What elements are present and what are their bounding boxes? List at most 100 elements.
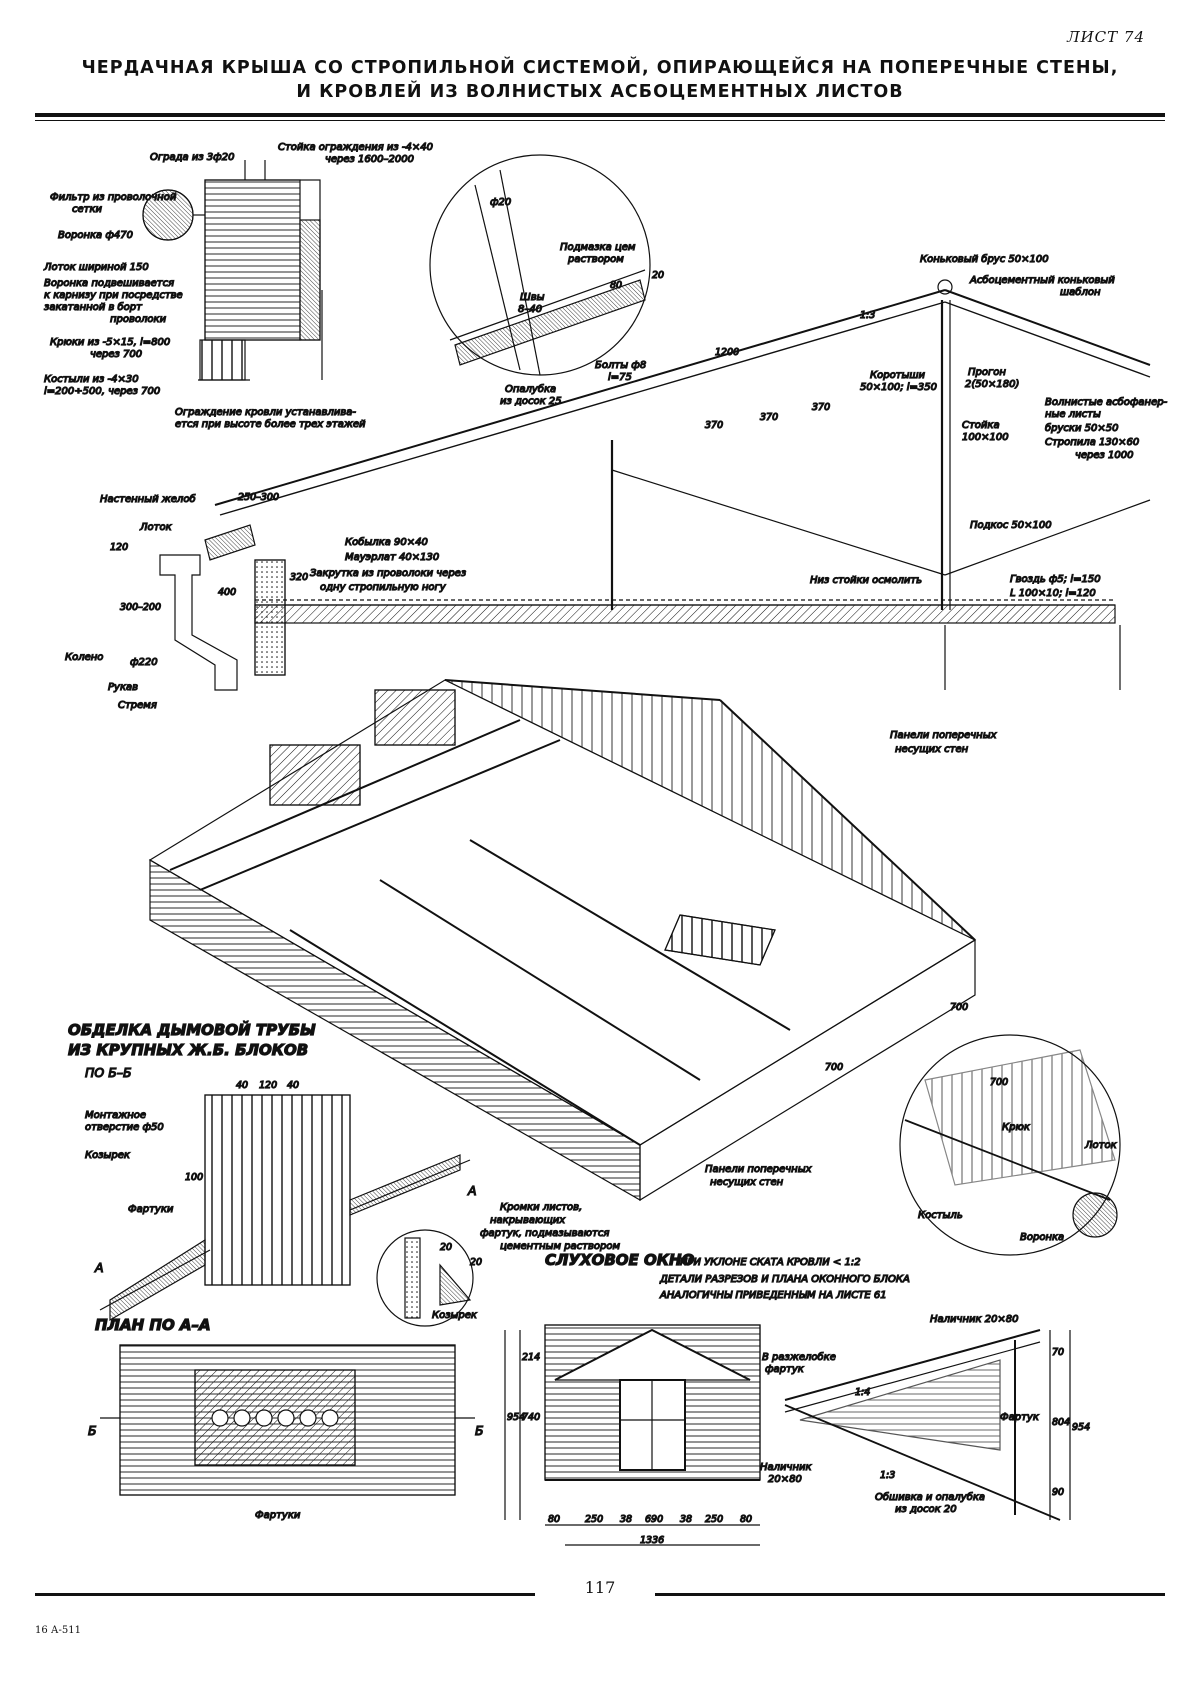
label-seams-2: 8–40 bbox=[518, 304, 542, 315]
label-gutter-width: Лоток шириной 150 bbox=[43, 262, 149, 273]
dim-1200: 1200 bbox=[715, 347, 739, 358]
dim-38b: 38 bbox=[680, 1514, 692, 1525]
label-sheathing-1: Опалубка bbox=[505, 383, 556, 395]
dim-250b: 250 bbox=[705, 1514, 723, 1525]
label-edges-3: фартук, подмазываются bbox=[480, 1228, 609, 1239]
isometric-roof bbox=[148, 679, 977, 1202]
label-cladding-1: Обшивка и опалубка bbox=[875, 1491, 985, 1503]
label-edges-2: накрывающих bbox=[490, 1215, 565, 1226]
title-line-1: ЧЕРДАЧНАЯ КРЫША СО СТРОПИЛЬНОЙ СИСТЕМОЙ,… bbox=[81, 58, 1119, 78]
label-purlin-2: 2(50×180) bbox=[965, 379, 1019, 390]
dim-954a: 954 bbox=[1072, 1422, 1090, 1433]
label-casing-top: Наличник 20×80 bbox=[930, 1314, 1019, 1325]
page-number: 117 bbox=[584, 1578, 616, 1597]
label-funnel-hang-2: к карнизу при посредстве bbox=[44, 290, 183, 301]
dim-250a: 250 bbox=[585, 1514, 603, 1525]
label-corrugated-5: через 1000 bbox=[1075, 450, 1134, 461]
dim-80b: 80 bbox=[740, 1514, 752, 1525]
dim-214: 214 bbox=[522, 1352, 540, 1363]
label-visor-b: Козырек bbox=[432, 1310, 477, 1321]
sheet-number: ЛИСТ 74 bbox=[1067, 28, 1145, 46]
label-visor: Козырек bbox=[85, 1150, 130, 1161]
label-tray-c: Лоток bbox=[1084, 1140, 1117, 1151]
label-valley-1: В разжелобке bbox=[762, 1351, 836, 1363]
label-mount-hole-2: отверстие ф50 bbox=[85, 1122, 164, 1133]
dim-70: 70 bbox=[1052, 1347, 1064, 1358]
chimney-small-circle: 20 20 Козырек Кромки листов, накрывающих… bbox=[376, 1201, 621, 1327]
dormer-note-1: ПРИ УКЛОНЕ СКАТА КРОВЛИ < 1:2 bbox=[680, 1257, 861, 1268]
label-post-2: 100×100 bbox=[962, 432, 1009, 443]
dim-120: 120 bbox=[110, 542, 128, 553]
dim-250-300: 250–300 bbox=[238, 492, 279, 503]
chimney-openings bbox=[211, 1409, 339, 1427]
mark-a2: А bbox=[467, 1183, 477, 1198]
header-rule-thin bbox=[35, 120, 1165, 121]
dim-80: 80 bbox=[610, 280, 622, 291]
mark-b2: Б bbox=[475, 1423, 484, 1438]
label-crutch: Костыль bbox=[918, 1210, 963, 1221]
label-post-1: Стойка bbox=[962, 420, 1000, 431]
label-corrugated-4: Стропила 130×60 bbox=[1045, 437, 1139, 448]
label-crutches-2: l=200÷500, через 700 bbox=[44, 386, 160, 397]
label-cantilever: Кобылка 90×40 bbox=[345, 536, 428, 548]
label-strut: Подкос 50×100 bbox=[970, 520, 1052, 531]
label-guard-2: ется при высоте более трех этажей bbox=[175, 418, 366, 430]
label-edges-4: цементным раствором bbox=[500, 1241, 620, 1252]
dim-954b: 954 bbox=[507, 1412, 525, 1423]
dormer-note-2: ДЕТАЛИ РАЗРЕЗОВ И ПЛАНА ОКОННОГО БЛОКА bbox=[659, 1274, 910, 1285]
label-guard-1: Ограждение кровли устанавлива- bbox=[175, 407, 356, 418]
dim-20a: 20 bbox=[440, 1242, 452, 1253]
dim-100: 100 bbox=[185, 1172, 203, 1183]
dim-slope-13b: 1:3 bbox=[880, 1470, 895, 1481]
dim-1336: 1336 bbox=[640, 1535, 664, 1546]
plan-aa-title: ПЛАН ПО А–А bbox=[95, 1316, 211, 1334]
funnel-mesh-icon bbox=[1072, 1192, 1118, 1238]
dormer-note-3: АНАЛОГИЧНЫ ПРИВЕДЕННЫМ НА ЛИСТЕ 61 bbox=[659, 1290, 887, 1301]
roof-section-labels: Коньковый брус 50×100 Асбоцементный конь… bbox=[64, 252, 1168, 755]
label-casing-1: Наличник bbox=[760, 1462, 812, 1473]
mark-a1: А bbox=[94, 1260, 104, 1275]
chimney-title-1: ОБДЕЛКА ДЫМОВОЙ ТРУБЫ bbox=[68, 1020, 316, 1039]
label-aprons: Фартуки bbox=[128, 1204, 174, 1215]
dim-40b: 40 bbox=[287, 1080, 299, 1091]
label-edges-1: Кромки листов, bbox=[500, 1202, 582, 1213]
imprint-code: 16 А-511 bbox=[35, 1625, 81, 1636]
label-panels-2: несущих стен bbox=[895, 744, 969, 755]
label-funnel-hang-4: проволоки bbox=[110, 314, 167, 325]
label-mount-hole-1: Монтажное bbox=[85, 1110, 146, 1121]
label-shorts-2: 50×100; l=350 bbox=[860, 382, 937, 393]
label-casing-2: 20×80 bbox=[768, 1474, 802, 1485]
label-sheathing-2: из досок 25 bbox=[500, 396, 562, 407]
chimney-title-2: ИЗ КРУПНЫХ Ж.Б. БЛОКОВ bbox=[68, 1041, 308, 1059]
dim-370a: 370 bbox=[705, 420, 723, 431]
dim-80a: 80 bbox=[548, 1514, 560, 1525]
label-panels-b1: Панели поперечных bbox=[705, 1164, 812, 1175]
label-ridge-beam: Коньковый брус 50×100 bbox=[920, 253, 1049, 265]
dim-90: 90 bbox=[1052, 1487, 1064, 1498]
label-mortar-2: раствором bbox=[567, 254, 624, 265]
dim-320: 320 bbox=[290, 572, 308, 583]
plan-aa: ПЛАН ПО А–А Б Б Фартуки bbox=[87, 1315, 484, 1521]
dormer-window: СЛУХОВОЕ ОКНО ПРИ УКЛОНЕ СКАТА КРОВЛИ < … bbox=[504, 1250, 1091, 1547]
label-apron-d: Фартук bbox=[1000, 1412, 1039, 1423]
label-filter-1: Фильтр из проволочной bbox=[50, 192, 177, 203]
gutter-labels: Ограда из 3ф20 Стойка ограждения из -4×4… bbox=[42, 141, 433, 430]
label-funnel-c: Воронка bbox=[1020, 1232, 1064, 1243]
label-ridge-template-1: Асбоцементный коньковый bbox=[969, 274, 1115, 286]
gutter-detail bbox=[142, 160, 323, 381]
label-twist-1: Закрутка из проволоки через bbox=[310, 568, 466, 579]
label-sleeve: Рукав bbox=[108, 682, 138, 693]
label-twist-2: одну стропильную ногу bbox=[320, 582, 447, 593]
label-mortar-1: Подмазка цем bbox=[560, 242, 636, 253]
roof-section bbox=[159, 279, 1151, 691]
label-valley-2: фартук bbox=[765, 1364, 804, 1375]
label-corrugated-3: бруски 50×50 bbox=[1045, 422, 1118, 434]
label-filter-2: сетки bbox=[72, 204, 103, 215]
mark-b1: Б bbox=[88, 1423, 97, 1438]
label-corrugated-2: ные листы bbox=[1045, 409, 1101, 420]
label-hooks-1: Крюки из -5×15, l=800 bbox=[50, 337, 170, 348]
label-panels-b2: несущих стен bbox=[710, 1177, 784, 1188]
dim-370c: 370 bbox=[812, 402, 830, 413]
dim-700a: 700 bbox=[950, 1002, 968, 1013]
label-panels-1: Панели поперечных bbox=[890, 730, 997, 741]
